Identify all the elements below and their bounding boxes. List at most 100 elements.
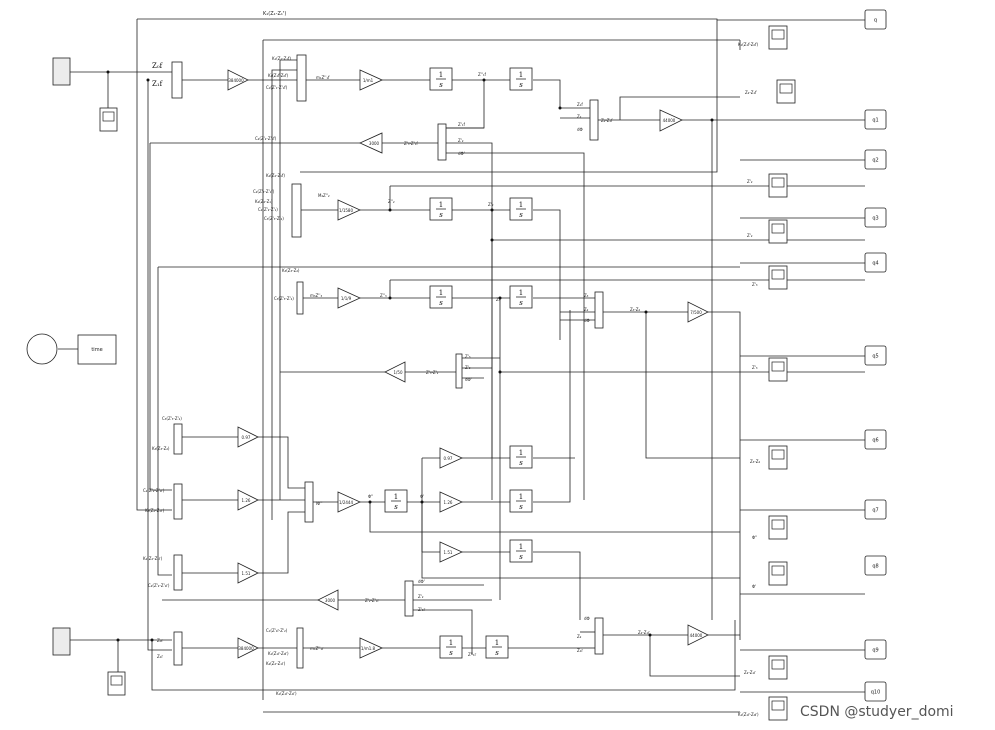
svg-text:Φ': Φ'	[752, 584, 756, 589]
integrator-num: 1	[519, 201, 523, 209]
outport-2[interactable]: q2	[864, 149, 887, 170]
integrator-1[interactable]: 1s	[509, 67, 533, 91]
scope-blocks[interactable]	[768, 25, 796, 721]
to-workspace-time[interactable]: time	[77, 334, 117, 365]
svg-text:K₁(Z₁-Z₁ᶠ): K₁(Z₁-Z₁ᶠ)	[263, 11, 286, 17]
integrator-den: s	[519, 503, 523, 511]
outport-8[interactable]: q8	[864, 555, 887, 576]
integrator-num: 1	[519, 71, 523, 79]
integrator-5[interactable]: 1s	[509, 285, 533, 309]
integrator-4[interactable]: 1s	[429, 285, 453, 309]
svg-text:Z'₃: Z'₃	[752, 365, 758, 370]
svg-text:1/2444: 1/2444	[339, 500, 354, 505]
integrator-8[interactable]: 1s	[509, 489, 533, 513]
integrator-11[interactable]: 1s	[485, 635, 509, 659]
svg-text:IΦ'': IΦ''	[316, 501, 323, 506]
svg-text:Z₀r: Z₀r	[157, 638, 163, 643]
outport-10[interactable]: q10	[864, 681, 887, 702]
svg-text:Z₂-Z₁f: Z₂-Z₁f	[601, 118, 613, 123]
integrator-den: s	[495, 649, 499, 657]
svg-text:K₂(Z₂-Z₁r): K₂(Z₂-Z₁r)	[143, 556, 163, 561]
outport-label: q6	[872, 438, 878, 444]
svg-text:44000: 44000	[690, 633, 703, 638]
svg-text:1/50: 1/50	[394, 370, 403, 375]
svg-text:K₃(Z₃-Z₂): K₃(Z₃-Z₂)	[152, 446, 170, 451]
watermark-text: CSDN @studyer_domi	[800, 704, 954, 720]
svg-text:Φ': Φ'	[420, 494, 424, 499]
svg-text:1.51: 1.51	[242, 571, 251, 576]
integrator-den: s	[519, 459, 523, 467]
svg-text:Z'₃: Z'₃	[752, 282, 758, 287]
integrator-num: 1	[519, 493, 523, 501]
outport-label: q7	[872, 508, 878, 514]
outport-label: q8	[872, 564, 878, 570]
rear-input-scope[interactable]	[107, 671, 126, 696]
front-road-input[interactable]	[52, 57, 71, 86]
front-input-scope[interactable]	[99, 107, 118, 132]
svg-text:dΦ': dΦ'	[458, 151, 465, 156]
integrator-7[interactable]: 1s	[384, 489, 408, 513]
integrator-2[interactable]: 1s	[429, 197, 453, 221]
svg-text:Z₂-Z₁f: Z₂-Z₁f	[745, 90, 757, 95]
svg-text:C₂(Z'₂-Z'₁r): C₂(Z'₂-Z'₁r)	[148, 583, 170, 588]
outport-9[interactable]: q9	[864, 639, 887, 660]
svg-text:Z₁r: Z₁r	[157, 654, 163, 659]
svg-text:K₂(Z₂-Z₁r): K₂(Z₂-Z₁r)	[145, 508, 165, 513]
outport-3[interactable]: q3	[864, 207, 887, 228]
integrator-num: 1	[495, 639, 499, 647]
mux-blocks[interactable]	[171, 54, 604, 669]
clock-block[interactable]	[26, 333, 58, 365]
svg-text:K₃(Z₃-Z₂): K₃(Z₃-Z₂)	[282, 268, 300, 273]
svg-text:Z₃: Z₃	[496, 297, 501, 302]
integrator-num: 1	[394, 493, 398, 501]
svg-text:dΦ': dΦ'	[418, 579, 425, 584]
outport-1[interactable]: q1	[864, 109, 887, 130]
svg-text:Z₃-Z₂: Z₃-Z₂	[630, 307, 641, 312]
gain-blocks[interactable]	[227, 69, 709, 659]
integrator-10[interactable]: 1s	[439, 635, 463, 659]
integrator-num: 1	[439, 71, 443, 79]
outport-0[interactable]: q	[864, 9, 887, 30]
svg-text:44000: 44000	[663, 118, 676, 123]
signal-labels: K₁(Z₁-Z₁ᶠ) Z₀f Z₁f K₁(Z₁-Z₁f) K₁(Z₁f-Z₀f…	[143, 11, 761, 717]
integrator-num: 1	[439, 201, 443, 209]
outport-blocks[interactable]: q q1 q2 q3 q4 q5 q6 q7 q8 q9 q10	[864, 9, 887, 702]
svg-text:1.26: 1.26	[242, 498, 251, 503]
integrator-num: 1	[439, 289, 443, 297]
svg-text:Z₁f: Z₁f	[152, 80, 164, 88]
rear-road-input[interactable]	[52, 627, 71, 656]
svg-text:K₂(Z₂-Z₁): K₂(Z₂-Z₁)	[255, 199, 273, 204]
svg-text:C₂(Z'₂-Z'₁r): C₂(Z'₂-Z'₁r)	[143, 488, 165, 493]
svg-text:C₂(Z'₂-Z'₁): C₂(Z'₂-Z'₁)	[258, 207, 278, 212]
svg-text:Z₀f: Z₀f	[152, 62, 164, 70]
integrator-num: 1	[449, 639, 453, 647]
svg-text:0.97: 0.97	[242, 435, 251, 440]
svg-text:Z'₂: Z'₂	[747, 179, 753, 184]
integrator-3[interactable]: 1s	[509, 197, 533, 221]
integrator-0[interactable]: 1s	[429, 67, 453, 91]
integrator-9[interactable]: 1s	[509, 539, 533, 563]
outport-7[interactable]: q7	[864, 499, 887, 520]
svg-text:1/1/9: 1/1/9	[341, 296, 352, 301]
svg-text:1.51: 1.51	[444, 550, 453, 555]
outport-4[interactable]: q4	[864, 252, 887, 273]
outport-6[interactable]: q6	[864, 429, 887, 450]
svg-text:m₃Z''₃: m₃Z''₃	[310, 293, 322, 298]
integrator-den: s	[439, 299, 443, 307]
integrator-6[interactable]: 1s	[509, 445, 533, 469]
svg-text:K₁(Z₁r-Z₁r): K₁(Z₁r-Z₁r)	[276, 691, 297, 696]
outport-label: q5	[872, 354, 878, 360]
svg-text:C₂(Z'₂-Z'₁f): C₂(Z'₂-Z'₁f)	[253, 189, 275, 194]
integrator-num: 1	[519, 449, 523, 457]
svg-text:Z₂-Z₁r: Z₂-Z₁r	[744, 670, 756, 675]
svg-text:Z'₁r: Z'₁r	[418, 607, 425, 612]
integrator-den: s	[519, 299, 523, 307]
outport-5[interactable]: q5	[864, 345, 887, 366]
svg-text:Φ'': Φ''	[752, 535, 757, 540]
svg-text:m₁Z''₁f: m₁Z''₁f	[316, 75, 330, 80]
svg-text:384000: 384000	[238, 646, 254, 651]
svg-text:C₃(Z'₃-Z'₂): C₃(Z'₃-Z'₂)	[274, 296, 294, 301]
svg-text:Z'₃: Z'₃	[465, 354, 471, 359]
svg-text:Z''₁r: Z''₁r	[468, 652, 477, 657]
